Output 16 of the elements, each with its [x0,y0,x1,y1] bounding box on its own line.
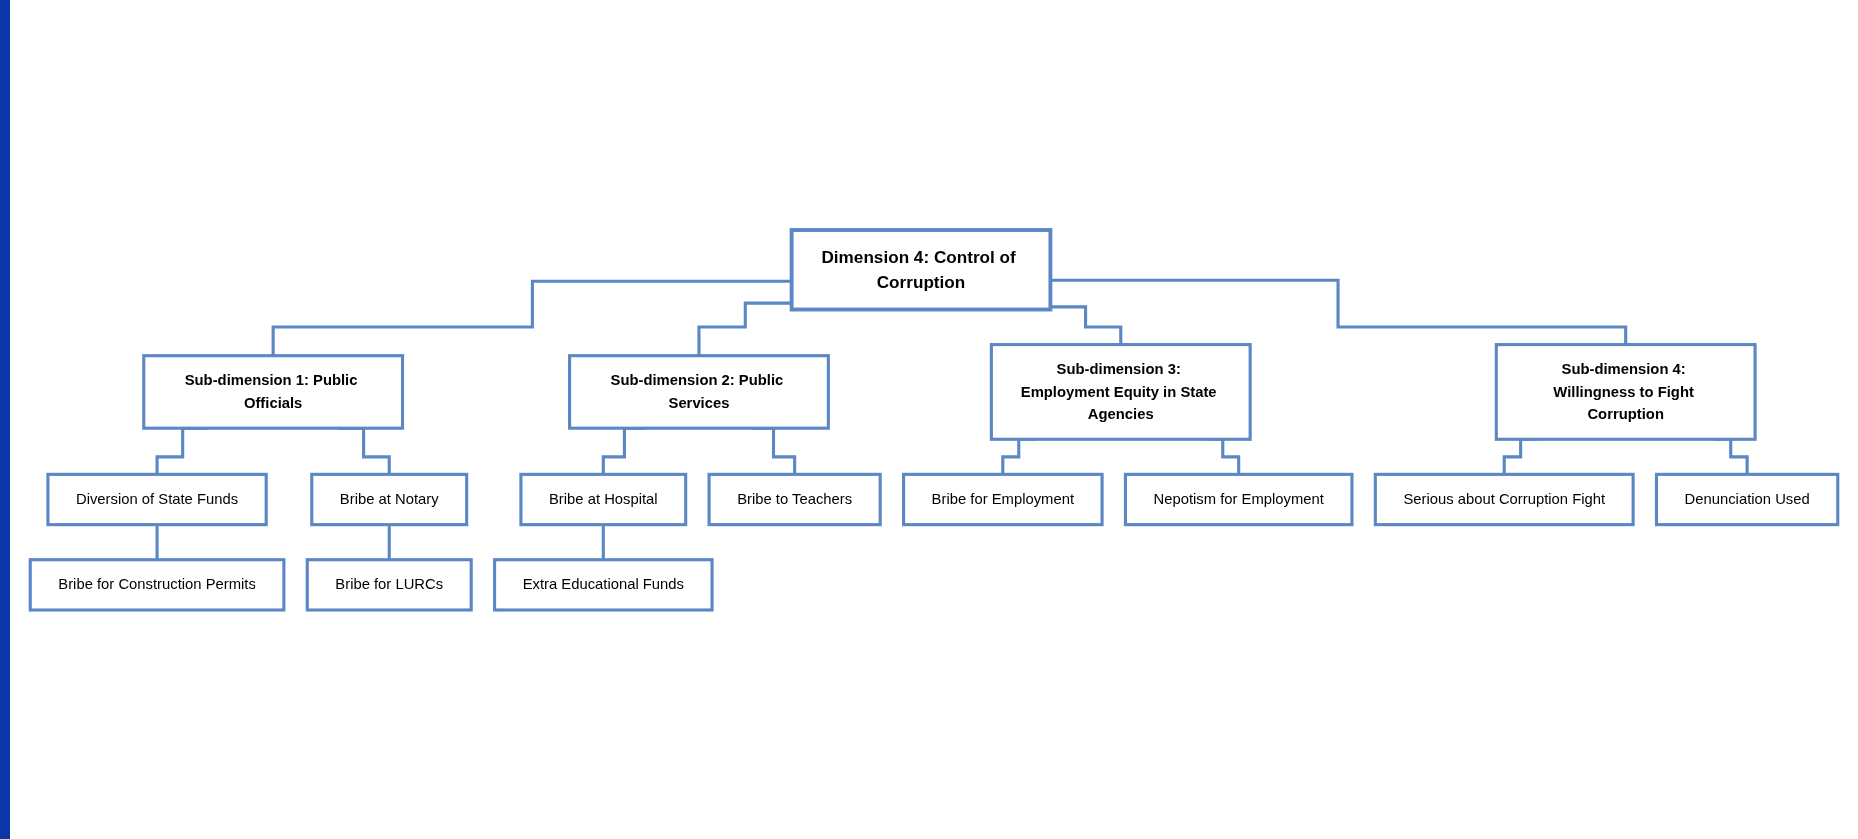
node-box: Diversion of State Funds [46,472,268,526]
node-box: Bribe to Teachers [707,472,882,526]
node-box: Dimension 4: Control of Corruption [789,227,1053,311]
node-box: Bribe at Hospital [519,472,688,526]
node-box: Sub-dimension 1: Public Officials [142,353,405,430]
node-box: Bribe for Employment [902,472,1104,526]
node-box: Nepotism for Employment [1123,472,1354,526]
node-box: Sub-dimension 2: Public Services [568,353,830,430]
node-box: Extra Educational Funds [493,557,714,612]
node-box: Bribe for LURCs [305,557,473,612]
node-box: Sub-dimension 3: Employment Equity in State Agencies [989,342,1252,441]
node-box: Serious about Corruption Fight [1373,472,1635,526]
node-box: Bribe at Notary [310,472,469,526]
node-box: Denunciation Used [1654,472,1840,526]
node-box: Sub-dimension 4: Willingness to Fight Corruption [1494,342,1757,441]
node-box: Bribe for Construction Permits [28,557,286,612]
